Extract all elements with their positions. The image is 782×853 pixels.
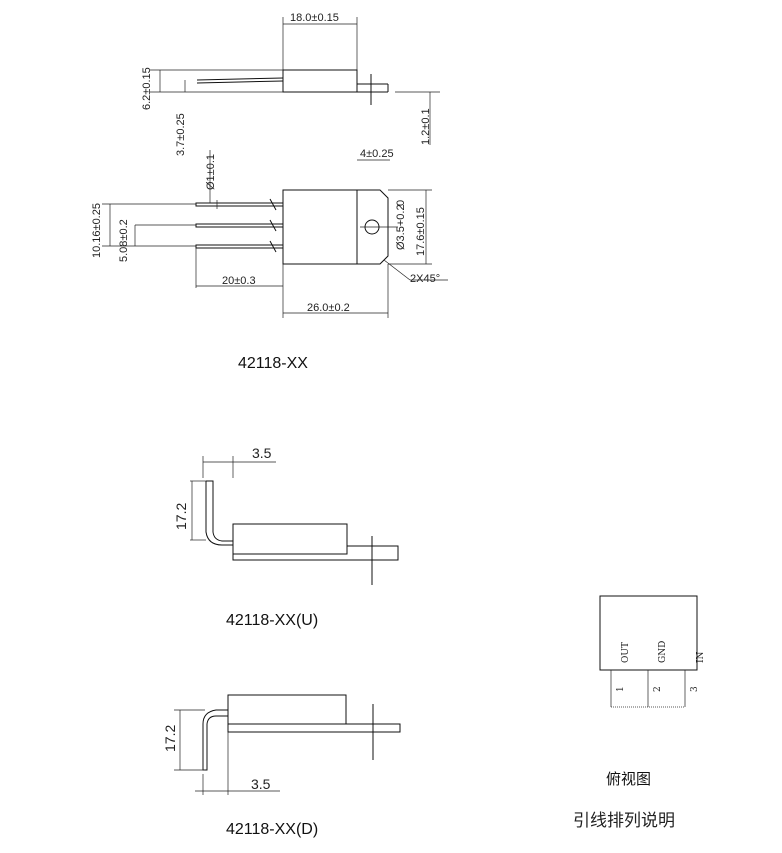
dim-d-height: 17.2	[162, 725, 178, 752]
dim-total-length: 26.0±0.2	[307, 302, 350, 314]
dim-body-height: 17.6±0.15	[415, 207, 427, 256]
caption-down: 42118-XX(D)	[226, 821, 318, 838]
pinout-view-label: 俯视图	[606, 770, 651, 788]
pin-2-number: 2	[653, 686, 663, 692]
dim-hole-diameter: Ø3.5+0.2	[395, 204, 407, 250]
dim-tab-thickness: 1.2±0.1	[420, 108, 432, 145]
variant-u-view: 3.5 17.2	[173, 445, 399, 585]
dim-d-gap: 3.5	[251, 776, 271, 792]
pin-2-name: GND	[658, 641, 668, 663]
pin-1-number: 1	[616, 686, 626, 692]
dim-lead-height: 3.7±0.25	[175, 113, 187, 156]
dim-lead-diameter: Ø1±0.1	[205, 154, 217, 190]
dim-width-top: 18.0±0.15	[290, 12, 339, 24]
dim-pitch-inner: 5.08±0.2	[118, 219, 130, 262]
caption-up: 42118-XX(U)	[226, 612, 318, 629]
pinout-diagram: OUT GND IN 1 2 3	[599, 595, 706, 708]
pin-3-number: 3	[690, 686, 700, 692]
dim-lead-length: 20±0.3	[222, 275, 256, 287]
dim-hole-tol-lower: 0	[395, 200, 407, 206]
pinout-title: 引线排列说明	[573, 811, 675, 831]
plan-view-top: 4±0.25 Ø1±0.1 10.16±0.25 5.08±0.2 Ø3.5+0…	[91, 148, 448, 318]
pin-3-name: IN	[696, 651, 706, 663]
dim-u-height: 17.2	[173, 503, 189, 530]
dim-u-gap: 3.5	[252, 445, 272, 461]
dim-pitch-outer: 10.16±0.25	[91, 203, 103, 258]
pin-1-name: OUT	[621, 642, 631, 663]
dim-tab-length: 4±0.25	[360, 148, 394, 160]
caption-main: 42118-XX	[238, 355, 308, 372]
side-view-top: 18.0±0.15 6.2±0.15 3.7±0.25 1.2±0.1	[141, 12, 440, 156]
variant-d-view: 17.2 3.5	[162, 694, 401, 795]
dim-chamfer: 2X45°	[410, 273, 440, 285]
dim-height-side: 6.2±0.15	[141, 67, 153, 110]
